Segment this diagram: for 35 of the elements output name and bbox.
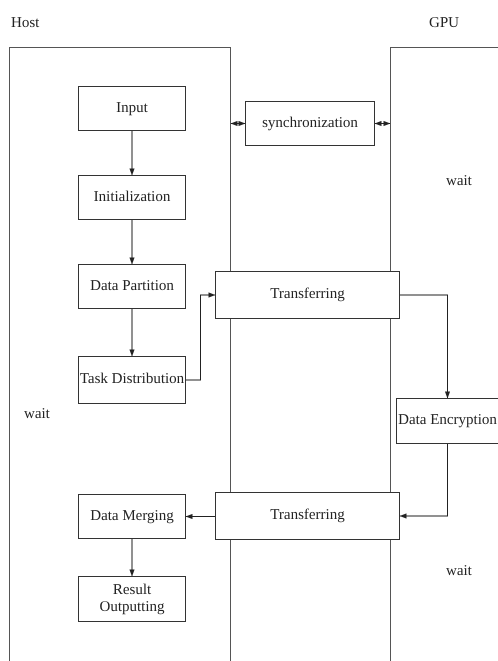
lane-heading: Host bbox=[11, 15, 40, 32]
arrow bbox=[129, 538, 135, 576]
lane-heading: GPU bbox=[429, 15, 460, 32]
box-label: Data Partition bbox=[90, 278, 174, 296]
process-box bbox=[396, 398, 498, 444]
arrow bbox=[186, 514, 216, 520]
arrow bbox=[374, 120, 390, 126]
arrow bbox=[129, 308, 135, 356]
box-label: Transferring bbox=[270, 286, 345, 304]
process-box bbox=[78, 356, 186, 404]
process-box bbox=[78, 175, 186, 220]
box-label: Input bbox=[116, 100, 148, 118]
arrow bbox=[400, 444, 448, 519]
box-label: Transferring bbox=[270, 507, 345, 525]
process-box bbox=[78, 264, 186, 309]
arrow bbox=[129, 220, 135, 264]
box-label: Task Distribution bbox=[80, 371, 184, 389]
box-label: Initialization bbox=[94, 188, 170, 206]
lane-note: wait bbox=[24, 406, 50, 423]
lane-note: wait bbox=[446, 173, 472, 190]
box-label: Data Encryption bbox=[398, 412, 497, 430]
process-box bbox=[215, 492, 400, 540]
arrow bbox=[129, 130, 135, 176]
process-box bbox=[215, 271, 400, 319]
process-box bbox=[245, 101, 375, 146]
arrow bbox=[400, 294, 450, 398]
arrow bbox=[186, 292, 216, 380]
box-label: Result Outputting bbox=[98, 582, 166, 616]
process-box bbox=[78, 494, 186, 539]
process-box bbox=[78, 86, 186, 131]
arrow bbox=[230, 120, 246, 126]
lane-note: wait bbox=[446, 563, 472, 580]
box-label: Data Merging bbox=[90, 508, 174, 526]
process-box bbox=[78, 576, 186, 622]
box-label: synchronization bbox=[262, 114, 358, 132]
